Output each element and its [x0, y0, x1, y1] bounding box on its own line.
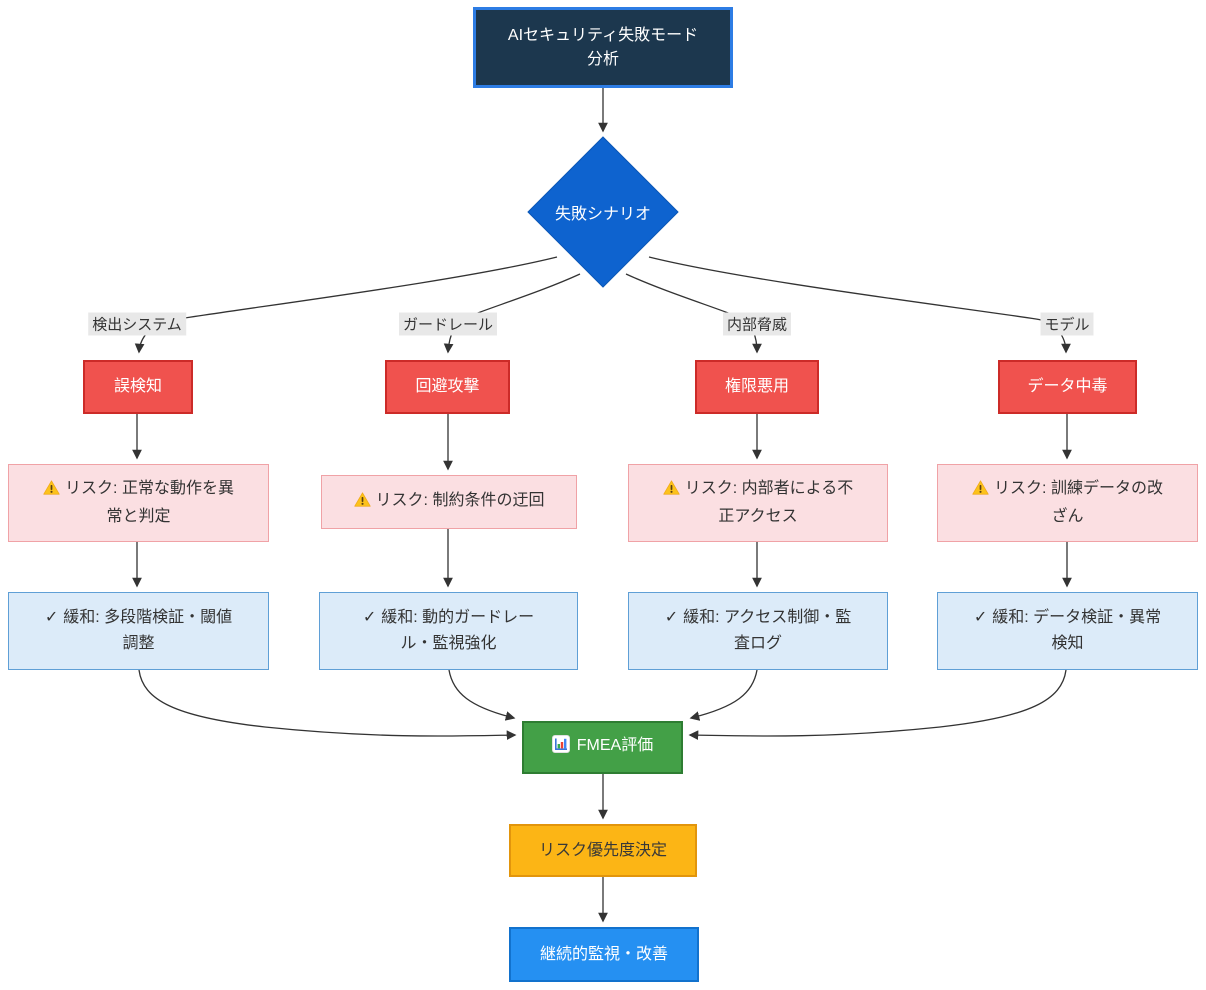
node-mitigation-1: ✓緩和: 多段階検証・閾値 調整 [8, 592, 269, 670]
node-risk-4: リスク: 訓練データの改 ざん [937, 464, 1198, 542]
edge-label-insider-threat: 内部脅威 [722, 312, 792, 336]
node-mitigation-3: ✓緩和: アクセス制御・監 査ログ [628, 592, 888, 670]
edge-label-guardrail: ガードレール [398, 312, 498, 336]
node-fmea-evaluation: FMEA評価 [522, 721, 683, 774]
edge-mitigation-fmea-3 [689, 669, 758, 721]
mitigation-label: 緩和: データ検証・異常 検知 [992, 609, 1162, 652]
decision-label: 失敗シナリオ [554, 206, 652, 223]
decision-diamond [527, 136, 679, 288]
failure-label: 誤検知 [113, 378, 162, 395]
failure-label: データ中毒 [1027, 378, 1108, 395]
failure-label: 回避攻撃 [415, 378, 480, 395]
edge-mitigation-fmea-4 [688, 669, 1067, 741]
mitigation-label: 緩和: 動的ガードレー ル・監視強化 [381, 609, 535, 652]
node-failure-privilege-abuse: 権限悪用 [695, 360, 819, 414]
priority-label: リスク優先度決定 [538, 841, 667, 859]
failure-label: 権限悪用 [724, 378, 789, 395]
warning-icon [353, 490, 371, 516]
check-icon: ✓ [973, 609, 988, 626]
node-mitigation-4: ✓緩和: データ検証・異常 検知 [937, 592, 1198, 670]
root-label: AIセキュリティ失敗モード 分析 [507, 26, 699, 68]
edge-decision-failure-4 [648, 256, 1071, 354]
check-icon: ✓ [664, 609, 679, 626]
node-risk-priority: リスク優先度決定 [509, 824, 697, 877]
edge-mitigation-fmea-1 [138, 669, 517, 741]
node-failure-evasion-attack: 回避攻撃 [385, 360, 510, 414]
warning-icon [663, 478, 680, 504]
node-mitigation-2: ✓緩和: 動的ガードレー ル・監視強化 [319, 592, 578, 670]
mitigation-label: 緩和: アクセス制御・監 査ログ [683, 609, 852, 652]
edge-decision-failure-1 [134, 256, 558, 354]
warning-icon [972, 478, 989, 504]
edge-mitigation-fmea-2 [448, 669, 516, 721]
node-root-title: AIセキュリティ失敗モード 分析 [473, 7, 733, 88]
node-risk-1: リスク: 正常な動作を異 常と判定 [8, 464, 269, 542]
bar-chart-icon [551, 735, 570, 762]
fmea-label: FMEA評価 [576, 737, 654, 754]
warning-icon [43, 478, 60, 504]
check-icon: ✓ [44, 609, 59, 626]
node-failure-data-poisoning: データ中毒 [998, 360, 1137, 414]
risk-label: リスク: 内部者による不 正アクセス [684, 480, 854, 525]
risk-label: リスク: 制約条件の迂回 [375, 492, 545, 509]
check-icon: ✓ [362, 609, 377, 626]
risk-label: リスク: 訓練データの改 ざん [994, 480, 1163, 525]
node-risk-2: リスク: 制約条件の迂回 [321, 475, 577, 529]
monitoring-label: 継続的監視・改善 [539, 945, 668, 963]
node-continuous-monitoring: 継続的監視・改善 [509, 927, 699, 982]
mitigation-label: 緩和: 多段階検証・閾値 調整 [63, 609, 233, 652]
edge-label-model: モデル [1040, 312, 1094, 336]
edge-label-detection-system: 検出システム [88, 312, 186, 336]
risk-label: リスク: 正常な動作を異 常と判定 [65, 480, 234, 525]
node-failure-false-detection: 誤検知 [83, 360, 193, 414]
node-risk-3: リスク: 内部者による不 正アクセス [628, 464, 888, 542]
